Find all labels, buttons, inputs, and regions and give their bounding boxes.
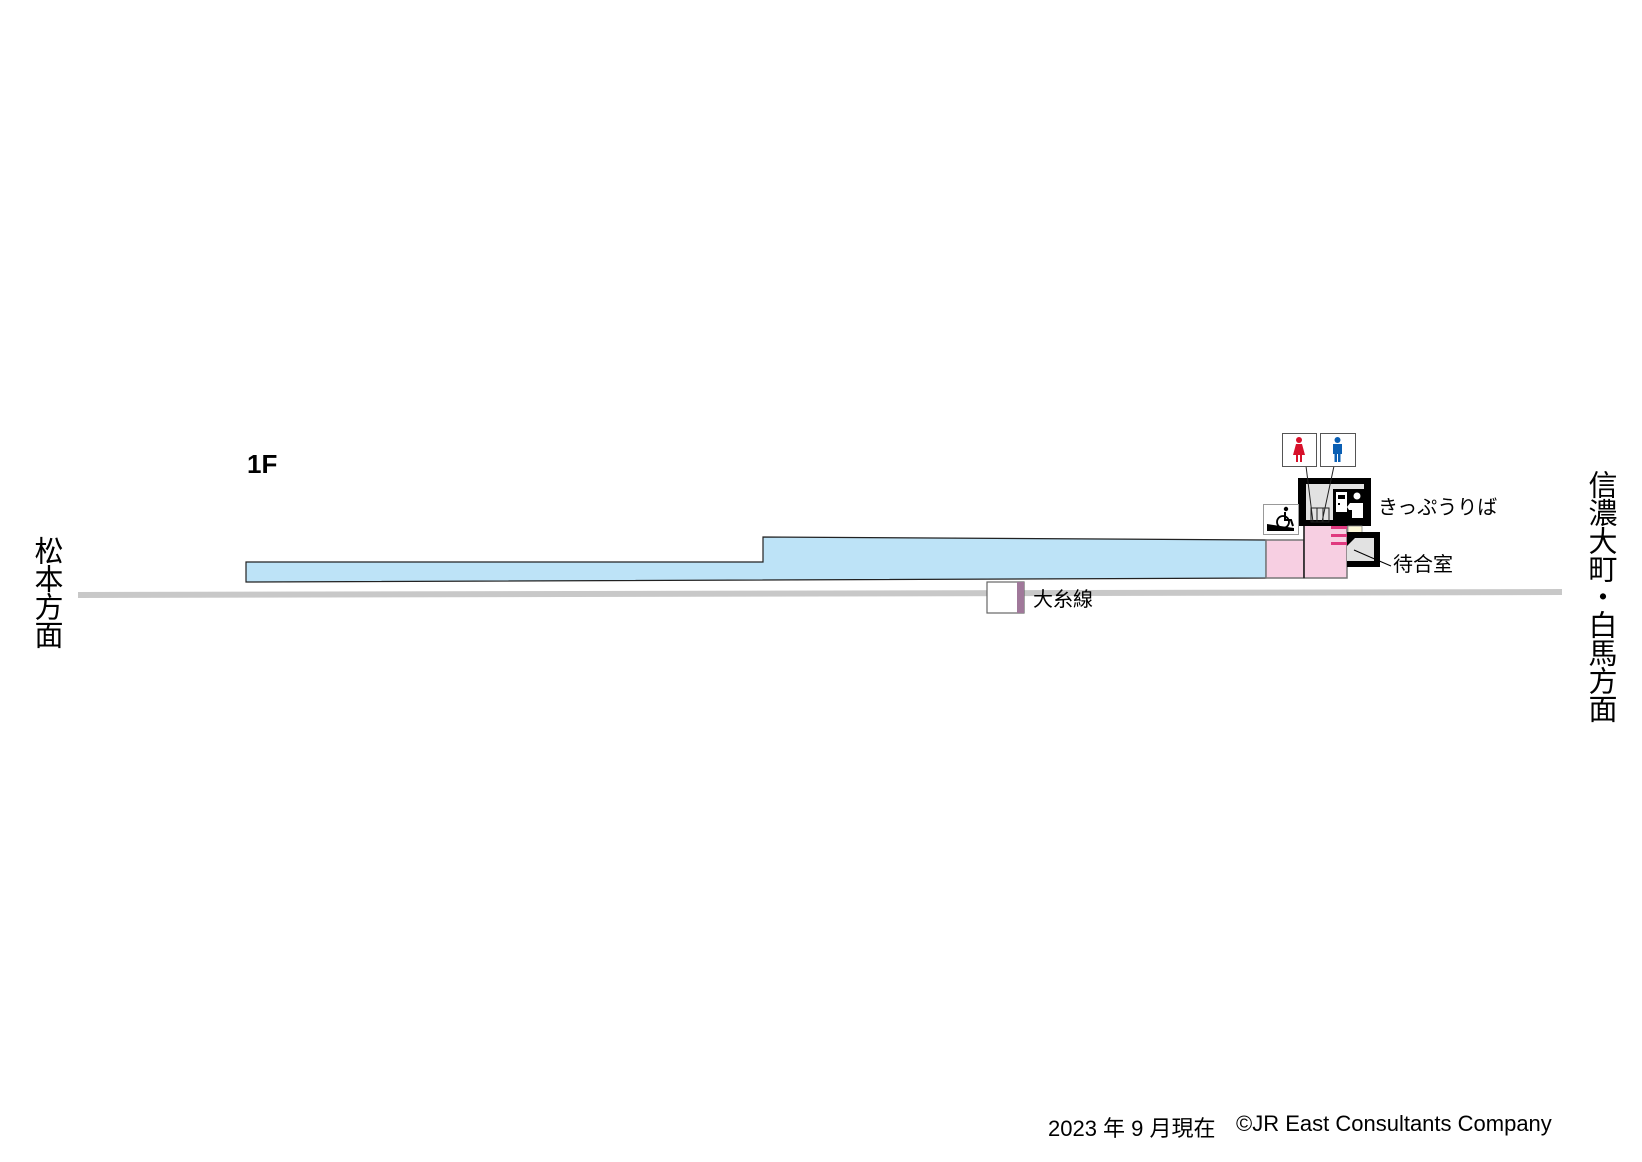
concourse — [1303, 521, 1348, 579]
floor-label: 1F — [247, 449, 278, 479]
copyright-label: ©JR East Consultants Company — [1236, 1111, 1552, 1136]
waiting-room — [1347, 532, 1380, 567]
platform — [245, 536, 1267, 583]
female-toilet-icon — [1282, 433, 1317, 467]
waiting-room-label: 待合室 — [1393, 552, 1453, 576]
ticket-office-label: きっぷうりば — [1378, 495, 1498, 519]
track-line — [78, 589, 1562, 598]
ticket-office-icon — [1336, 492, 1363, 518]
concourse-annex — [1265, 539, 1305, 579]
direction-left-label: 松本方面 — [30, 536, 64, 648]
line-name-label: 大糸線 — [1033, 587, 1093, 611]
date-label: 2023 年 9 月現在 — [1048, 1116, 1216, 1141]
male-toilet-icon — [1320, 433, 1356, 467]
line-sign — [986, 581, 1025, 614]
wheelchair-slope-icon — [1263, 504, 1299, 535]
direction-right-label: 信濃大町・白馬方面 — [1584, 470, 1618, 722]
